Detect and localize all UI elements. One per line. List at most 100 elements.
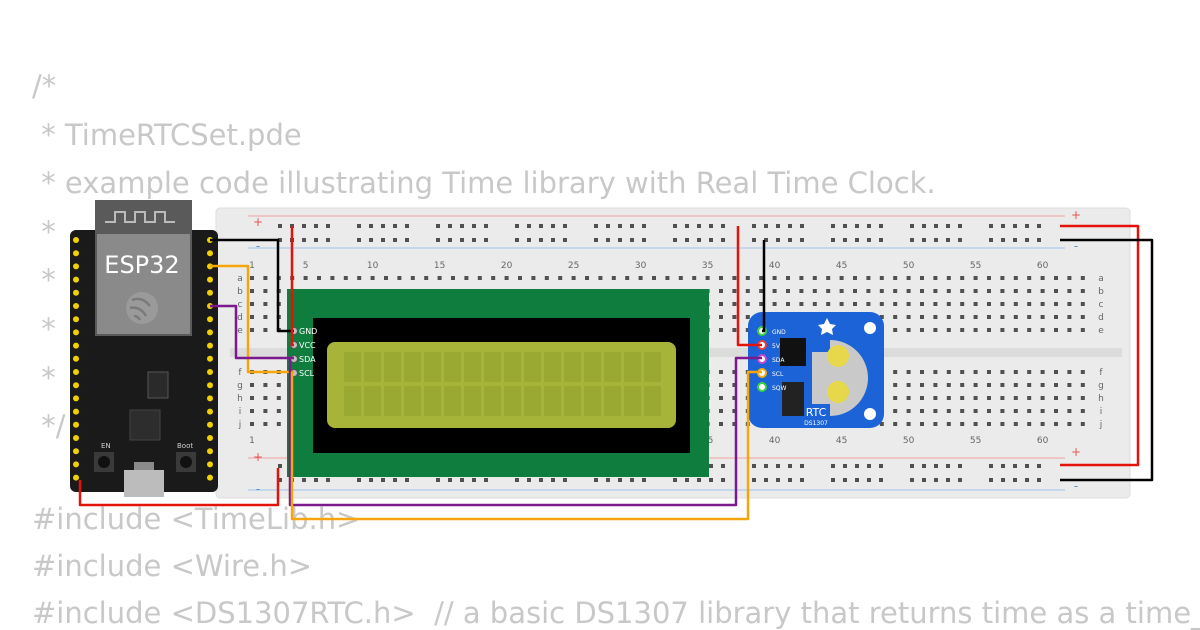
rail-hole[interactable]: [393, 224, 397, 228]
esp32-pin[interactable]: [207, 316, 213, 323]
breadboard-hole[interactable]: [1040, 370, 1045, 374]
breadboard-hole[interactable]: [719, 302, 723, 306]
rail-hole[interactable]: [855, 478, 859, 482]
wire-rtc-sda[interactable]: [288, 356, 762, 507]
breadboard-hole[interactable]: [1080, 276, 1085, 280]
breadboard-hole[interactable]: [745, 289, 750, 293]
breadboard-hole[interactable]: [1080, 396, 1085, 400]
breadboard-hole[interactable]: [451, 276, 455, 280]
breadboard-hole[interactable]: [357, 276, 362, 280]
breadboard-hole[interactable]: [384, 276, 388, 280]
breadboard-hole[interactable]: [330, 276, 335, 280]
rail-hole[interactable]: [448, 238, 452, 242]
breadboard-hole[interactable]: [960, 370, 965, 374]
rail-hole[interactable]: [527, 224, 531, 228]
breadboard-hole[interactable]: [772, 302, 777, 306]
breadboard-hole[interactable]: [1080, 422, 1085, 426]
breadboard-hole[interactable]: [1080, 315, 1085, 319]
rail-hole[interactable]: [515, 224, 519, 228]
breadboard-hole[interactable]: [879, 302, 884, 306]
breadboard-hole[interactable]: [665, 276, 670, 280]
breadboard-hole[interactable]: [826, 302, 831, 306]
breadboard-hole[interactable]: [812, 302, 817, 306]
rail-hole[interactable]: [697, 478, 701, 482]
rail-hole[interactable]: [551, 238, 555, 242]
breadboard-hole[interactable]: [1000, 396, 1005, 400]
rail-hole[interactable]: [934, 224, 938, 228]
breadboard-hole[interactable]: [906, 422, 911, 426]
breadboard-hole[interactable]: [973, 383, 978, 387]
breadboard-hole[interactable]: [920, 289, 924, 293]
breadboard-hole[interactable]: [263, 409, 268, 413]
rail-hole[interactable]: [606, 224, 610, 228]
rail-hole[interactable]: [673, 478, 677, 482]
rail-hole[interactable]: [484, 224, 488, 228]
breadboard-hole[interactable]: [920, 370, 924, 374]
breadboard-hole[interactable]: [946, 422, 951, 426]
breadboard-hole[interactable]: [1067, 396, 1072, 400]
breadboard-hole[interactable]: [799, 276, 804, 280]
breadboard-hole[interactable]: [1013, 302, 1018, 306]
breadboard-hole[interactable]: [1027, 302, 1032, 306]
breadboard-hole[interactable]: [772, 289, 777, 293]
rail-hole[interactable]: [357, 478, 361, 482]
breadboard-hole[interactable]: [1054, 328, 1058, 332]
breadboard-hole[interactable]: [518, 276, 522, 280]
rail-hole[interactable]: [1025, 464, 1029, 468]
rail-hole[interactable]: [934, 464, 938, 468]
breadboard-hole[interactable]: [866, 289, 871, 293]
rail-hole[interactable]: [1001, 464, 1005, 468]
breadboard-hole[interactable]: [973, 328, 978, 332]
rail-hole[interactable]: [642, 478, 646, 482]
breadboard-hole[interactable]: [1067, 370, 1072, 374]
breadboard-hole[interactable]: [745, 302, 750, 306]
breadboard-hole[interactable]: [933, 370, 938, 374]
esp32-pin[interactable]: [73, 382, 79, 389]
breadboard-hole[interactable]: [973, 315, 978, 319]
breadboard-hole[interactable]: [1000, 409, 1005, 413]
breadboard-hole[interactable]: [1027, 289, 1032, 293]
rail-hole[interactable]: [922, 464, 926, 468]
breadboard-hole[interactable]: [263, 276, 268, 280]
rail-hole[interactable]: [563, 224, 567, 228]
breadboard-hole[interactable]: [920, 328, 924, 332]
esp32-pin[interactable]: [207, 250, 213, 257]
rail-hole[interactable]: [314, 224, 318, 228]
breadboard-hole[interactable]: [531, 276, 536, 280]
rail-hole[interactable]: [800, 464, 804, 468]
rail-hole[interactable]: [989, 478, 993, 482]
breadboard-hole[interactable]: [973, 276, 978, 280]
breadboard-hole[interactable]: [263, 315, 268, 319]
rail-hole[interactable]: [788, 464, 792, 468]
breadboard-hole[interactable]: [638, 276, 643, 280]
breadboard-hole[interactable]: [866, 276, 871, 280]
breadboard-hole[interactable]: [732, 315, 737, 319]
rail-hole[interactable]: [989, 224, 993, 228]
esp32-pin[interactable]: [207, 329, 213, 336]
rail-hole[interactable]: [369, 224, 373, 228]
breadboard-hole[interactable]: [732, 383, 737, 387]
rail-hole[interactable]: [831, 238, 835, 242]
breadboard-hole[interactable]: [745, 315, 750, 319]
breadboard-hole[interactable]: [745, 328, 750, 332]
rail-hole[interactable]: [539, 238, 543, 242]
rail-hole[interactable]: [922, 238, 926, 242]
rail-hole[interactable]: [302, 478, 306, 482]
rail-hole[interactable]: [776, 478, 780, 482]
breadboard-hole[interactable]: [732, 409, 737, 413]
breadboard-hole[interactable]: [879, 276, 884, 280]
esp32-pin[interactable]: [207, 355, 213, 362]
rail-hole[interactable]: [1013, 238, 1017, 242]
rail-hole[interactable]: [843, 238, 847, 242]
breadboard-hole[interactable]: [276, 409, 281, 413]
rail-hole[interactable]: [484, 238, 488, 242]
breadboard-hole[interactable]: [1067, 289, 1072, 293]
rail-hole[interactable]: [867, 478, 871, 482]
rail-hole[interactable]: [460, 224, 464, 228]
breadboard-hole[interactable]: [1027, 315, 1032, 319]
breadboard-hole[interactable]: [799, 289, 804, 293]
rail-hole[interactable]: [831, 224, 835, 228]
breadboard-hole[interactable]: [1040, 289, 1045, 293]
wire-rail-minus-jumper[interactable]: [1060, 238, 1154, 482]
breadboard-hole[interactable]: [879, 422, 884, 426]
